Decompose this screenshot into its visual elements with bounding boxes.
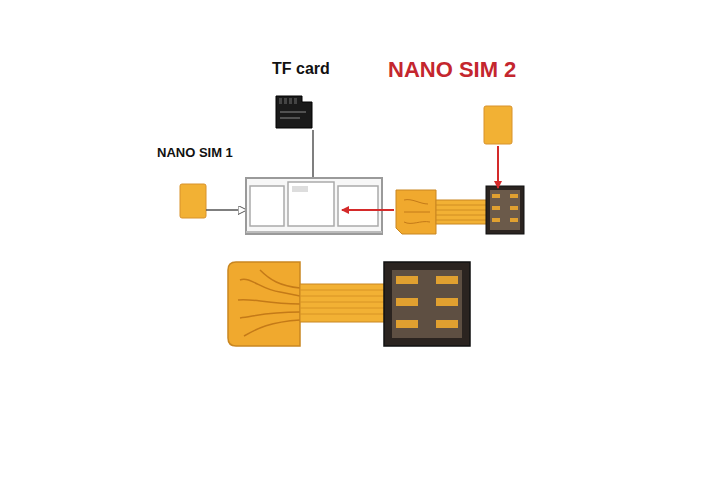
part-label: TF card <box>272 60 330 78</box>
nano-sim-card <box>180 184 206 218</box>
insert-arrow <box>497 146 499 188</box>
part-label: NANO SIM 1 <box>157 146 233 160</box>
part-label: NANO SIM 2 <box>388 58 516 82</box>
nano-sim-card <box>484 106 512 144</box>
insert-arrow <box>342 209 394 211</box>
leader-arrow <box>206 209 246 211</box>
sim-tray <box>246 178 382 234</box>
tf-card <box>276 96 312 128</box>
sim-adapter-small <box>396 186 524 234</box>
sim-adapter-large <box>228 262 470 346</box>
